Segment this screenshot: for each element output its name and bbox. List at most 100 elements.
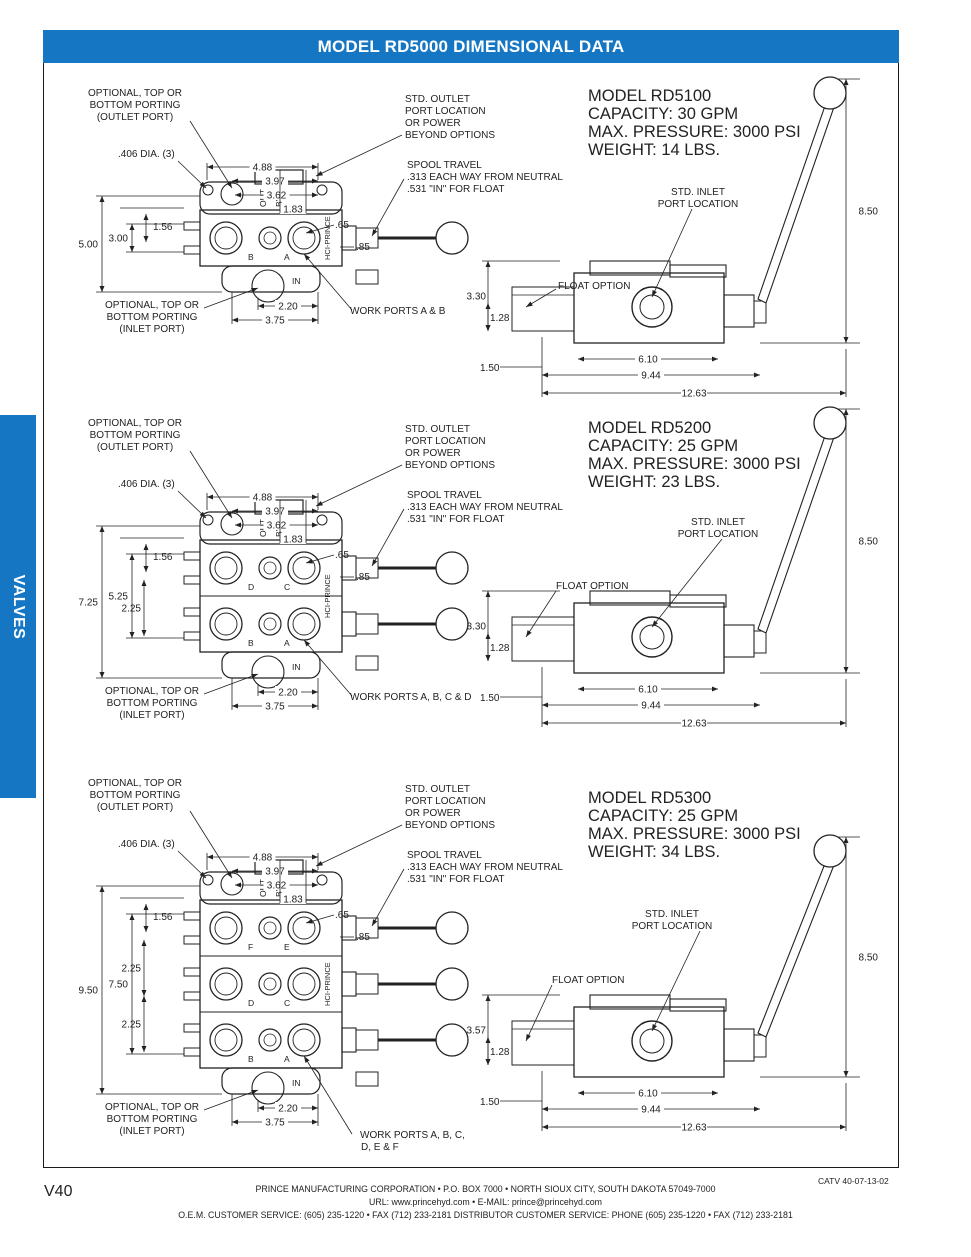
dim-height-inner-arrow (129, 632, 135, 638)
work-ports-note: WORK PORTS A & B (350, 306, 446, 317)
dim-3-62-value: 3.62 (267, 881, 287, 892)
work-ports-leader (303, 253, 353, 311)
work-ports-arrowhead (304, 254, 311, 261)
dim-1-83-value: 1.83 (283, 895, 303, 906)
center-port-inner (263, 561, 277, 575)
std-inlet-note: PORT LOCATION (658, 199, 739, 210)
valve-body (199, 209, 343, 267)
work-port-right (287, 967, 321, 1001)
dim-side-12-63-arrow (840, 720, 846, 726)
body-label-in: IN (292, 1078, 301, 1088)
dim-1-56-arrow (143, 236, 149, 242)
dim-side-height-arrow (485, 995, 491, 1001)
float-option-arrowhead (526, 630, 532, 637)
center-port (258, 916, 282, 940)
dim-3-62-arrow (312, 882, 318, 888)
outlet-port-note: (OUTLET PORT) (97, 112, 173, 123)
std-inlet-leader (651, 208, 693, 298)
dim-side-12-63-arrow (542, 390, 548, 396)
dim-1-83-mask (280, 533, 306, 544)
hole-note-arrowhead (199, 181, 206, 188)
model-capacity: CAPACITY: 30 GPM (588, 105, 739, 123)
left-fitting (183, 967, 201, 977)
dim-side-6-10-arrow (712, 686, 718, 692)
spool-travel-note: .531 "IN" FOR FLOAT (407, 874, 505, 885)
dim-lever-height-arrow (843, 667, 849, 673)
outlet-port-note: BOTTOM PORTING (90, 430, 181, 441)
work-port-left (209, 967, 243, 1001)
side-top-boss-2 (669, 264, 727, 278)
float-option-leader (525, 590, 557, 638)
std-inlet-note: STD. INLET (691, 517, 745, 528)
work-port-right-inner (292, 916, 316, 940)
model-pressure: MAX. PRESSURE: 3000 PSI (588, 825, 801, 843)
std-outlet-note: BEYOND OPTIONS (405, 460, 495, 471)
inlet-port-note: BOTTOM PORTING (107, 1114, 198, 1125)
dim-side-lower-arrow (485, 633, 491, 639)
side-inlet-port (631, 616, 673, 658)
center-port-inner (263, 1033, 277, 1047)
side-top-boss-2 (669, 594, 727, 608)
spool-note-leader (371, 868, 405, 927)
side-inlet-port-inner (639, 624, 665, 650)
work-ports-arrowhead (304, 1056, 310, 1063)
bottom-end-cap (221, 1067, 321, 1095)
mounting-hole (316, 514, 328, 526)
dim-height-outer-arrow (99, 196, 105, 202)
dim-4-88-mask (249, 851, 276, 862)
dim-2-20-arrow (312, 689, 318, 695)
dim-2-25-arrow (141, 630, 147, 636)
dim-side-9-44-mask (638, 1103, 664, 1114)
std-outlet-note: STD. OUTLET (405, 784, 470, 795)
outlet-port-note: BOTTOM PORTING (90, 100, 181, 111)
work-port-right (287, 911, 321, 945)
std-outlet-note: STD. OUTLET (405, 424, 470, 435)
spec-block-rd5100: MODEL RD5100 CAPACITY: 30 GPM MAX. PRESS… (588, 87, 801, 159)
std-inlet-arrowhead (652, 1024, 658, 1031)
dim-2-20-value: 2.20 (278, 688, 298, 699)
dim-height-inner-value: 5.25 (109, 592, 129, 603)
spool-note-leader (371, 508, 405, 567)
dim-side-9-44-value: 9.44 (641, 701, 661, 712)
float-option-note: FLOAT OPTION (556, 581, 628, 592)
work-port-right-inner (292, 612, 316, 636)
mounting-hole (202, 874, 214, 886)
dim-1-56-arrow (143, 566, 149, 572)
dim-2-25b-arrow (141, 996, 147, 1002)
dim-side-9-44-arrow (542, 1106, 548, 1112)
dim-side-12-63-mask (681, 1121, 707, 1132)
dim-side-12-63-mask (681, 387, 707, 398)
body-label-out: OUT (258, 879, 268, 897)
detent-cap (355, 1071, 379, 1087)
std-outlet-note: STD. OUTLET (405, 94, 470, 105)
dim-3-75-arrow (232, 703, 238, 709)
left-fitting (183, 911, 201, 921)
left-fitting (183, 1047, 201, 1057)
inlet-port-note: BOTTOM PORTING (107, 312, 198, 323)
spool-note-arrowhead (372, 229, 378, 236)
std-outlet-note: PORT LOCATION (405, 436, 486, 447)
std-outlet-leader (315, 134, 403, 177)
mounting-hole (202, 184, 214, 196)
dim-lever-height-value: 8.50 (859, 537, 879, 548)
std-outlet-note: PORT LOCATION (405, 106, 486, 117)
dim-side-6-10-arrow (712, 1090, 718, 1096)
float-option-cap (511, 286, 575, 332)
inlet-port-note: BOTTOM PORTING (107, 698, 198, 709)
std-inlet-note: PORT LOCATION (678, 529, 759, 540)
dim-2-25-arrow (141, 940, 147, 946)
work-ports-arrowhead (304, 640, 311, 647)
dim-height-inner-value: 3.00 (109, 234, 129, 245)
dim-side-9-44-value: 9.44 (641, 371, 661, 382)
mounting-hole (202, 514, 214, 526)
dim-3-97-value: 3.97 (265, 507, 285, 518)
spool-travel-note: SPOOL TRAVEL (407, 850, 482, 861)
hole-note-arrowhead (199, 871, 206, 878)
dim-1-56-value: 1.56 (153, 552, 173, 563)
dim-lever-height-arrow (843, 837, 849, 843)
outlet-port-circle (220, 872, 244, 896)
side-spool-end (723, 624, 755, 658)
work-port-left-inner (214, 916, 238, 940)
std-inlet-arrowhead (652, 620, 658, 627)
